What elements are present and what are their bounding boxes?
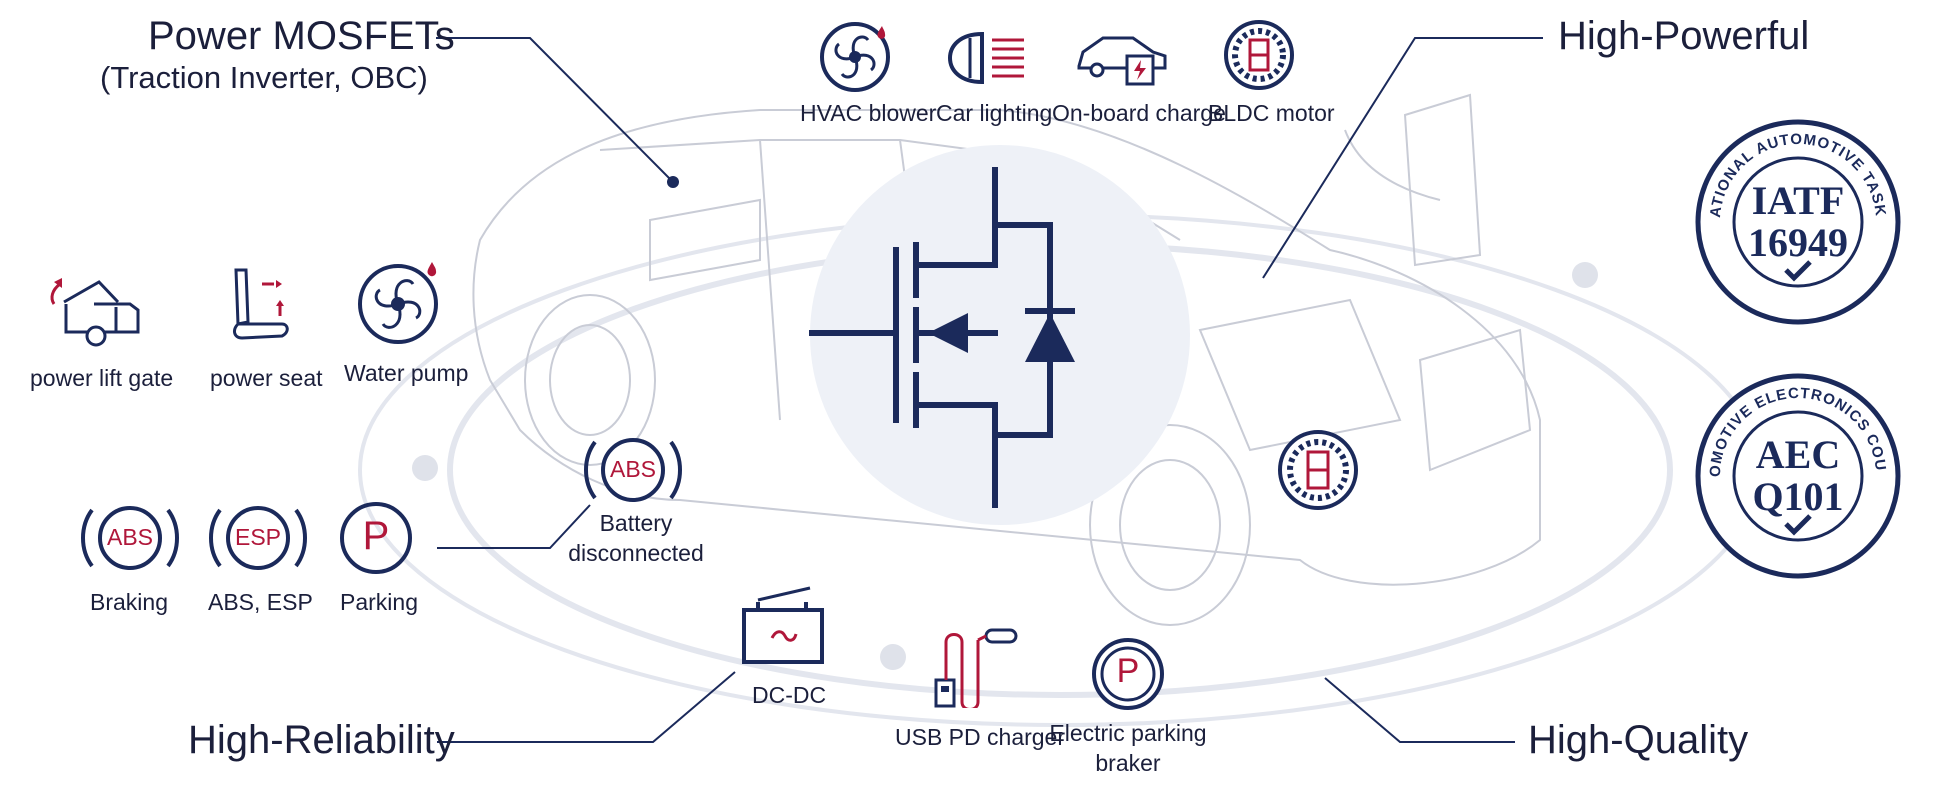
power-mosfets-subheading: (Traction Inverter, OBC) <box>100 60 428 95</box>
high-quality-heading: High-Quality <box>1528 718 1749 762</box>
braking-label: Braking <box>90 589 168 615</box>
lift-gate-icon <box>50 278 140 347</box>
water-pump-icon <box>358 262 438 344</box>
parking-brake-icon-text: P <box>1116 652 1140 690</box>
abs-esp-label: ABS, ESP <box>208 589 313 615</box>
dc-dc-label: DC-DC <box>752 682 827 708</box>
checkmark-icon <box>1784 514 1812 536</box>
power-lift-gate-label: power lift gate <box>30 365 174 391</box>
seat-icon <box>233 268 289 340</box>
iatf-16949-seal: INTERNATIONAL AUTOMOTIVE TASK FORCE IATF… <box>1694 118 1901 325</box>
battery-disconnect-abs-icon: ABS <box>581 432 685 508</box>
esp-icon-text: ESP <box>234 524 282 550</box>
parking-icon-text: P <box>362 514 390 558</box>
esp-icon: ESP <box>206 500 310 576</box>
aec-line2: Q101 <box>1752 474 1843 519</box>
iatf-line2: 16949 <box>1748 220 1848 265</box>
usb-charger-icon <box>934 628 1018 708</box>
headlight-icon <box>947 31 1024 85</box>
hvac-blower-label: HVAC blower <box>800 100 937 126</box>
iatf-line1: IATF <box>1752 178 1845 223</box>
checkmark-icon <box>1784 260 1812 282</box>
power-seat-label: power seat <box>210 365 323 391</box>
power-mosfets-heading: Power MOSFETs <box>148 14 455 58</box>
battery-icon <box>742 586 824 664</box>
battery-disconnected-label: Battery disconnected <box>568 510 704 566</box>
parking-icon: P <box>338 500 414 576</box>
high-reliability-heading: High-Reliability <box>188 718 455 762</box>
battery-abs-icon-text: ABS <box>609 456 657 482</box>
water-pump-label: Water pump <box>344 360 469 386</box>
ev-charging-car-icon <box>1077 36 1167 86</box>
on-board-charge-label: On-board charge <box>1052 100 1226 126</box>
car-lighting-label: Car lighting <box>936 100 1053 126</box>
aec-line1: AEC <box>1756 432 1840 477</box>
orbit-dots <box>412 262 1598 670</box>
electric-parking-braker-label: Electric parking braker <box>1049 720 1207 776</box>
bldc-motor-icon <box>1224 20 1294 90</box>
fan-icon <box>820 22 890 92</box>
parking-brake-icon: P <box>1090 636 1166 712</box>
motor-icon <box>1278 430 1358 510</box>
bldc-motor-label: BLDC motor <box>1208 100 1335 126</box>
abs-icon: ABS <box>78 500 182 576</box>
high-powerful-heading: High-Powerful <box>1558 14 1810 58</box>
abs-icon-text: ABS <box>106 524 154 550</box>
mosfet-symbol-background <box>810 145 1190 525</box>
leader-lines <box>436 37 1543 743</box>
aec-q101-seal: AUTOMOTIVE ELECTRONICS COUNCIL AEC Q101 <box>1694 372 1901 579</box>
usb-pd-charger-label: USB PD charger <box>895 724 1066 750</box>
parking-label: Parking <box>340 589 418 615</box>
